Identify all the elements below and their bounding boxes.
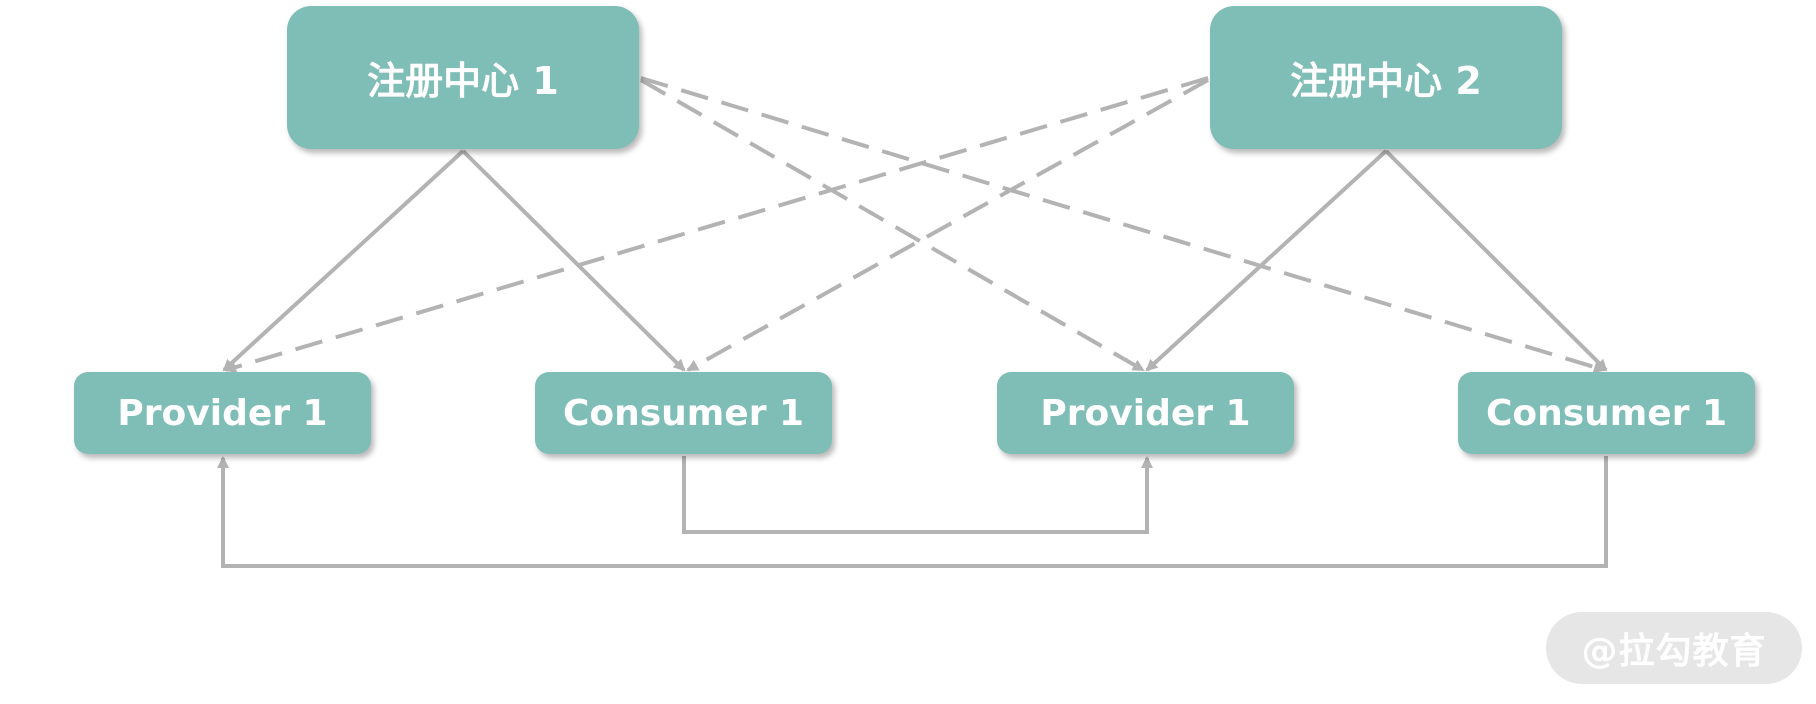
provider-node-left-label: Provider 1 <box>117 392 328 434</box>
edge-registry-2-to-consumer-b <box>1384 149 1608 372</box>
edge-registry-2-to-consumer-a-dashed <box>686 78 1209 372</box>
edge-registry-1-to-consumer-a <box>461 149 686 372</box>
consumer-node-left-label: Consumer 1 <box>562 392 805 434</box>
registry-center-2-label: 注册中心 2 <box>1290 59 1482 103</box>
provider-node-left[interactable]: Provider 1 <box>74 372 371 454</box>
registry-center-1[interactable]: 注册中心 1 <box>287 6 639 149</box>
edge-registry-2-to-provider-a-dashed <box>224 76 1209 373</box>
registry-center-1-label: 注册中心 1 <box>367 59 559 103</box>
provider-node-right-label: Provider 1 <box>1040 392 1251 434</box>
watermark-badge: @拉勾教育 <box>1546 612 1802 684</box>
edge-registry-1-to-provider-a <box>222 149 465 372</box>
consumer-node-right[interactable]: Consumer 1 <box>1458 372 1755 454</box>
watermark-text: @拉勾教育 <box>1581 631 1767 672</box>
edge-registry-1-to-provider-b-dashed <box>639 78 1145 372</box>
provider-node-right[interactable]: Provider 1 <box>997 372 1294 454</box>
edge-registry-2-to-provider-b <box>1145 149 1388 372</box>
registry-center-2[interactable]: 注册中心 2 <box>1210 6 1562 149</box>
consumer-node-left[interactable]: Consumer 1 <box>535 372 832 454</box>
call-path-consumer-a-to-provider-b <box>682 456 1153 534</box>
call-path-consumer-b-to-provider-a <box>217 456 1608 568</box>
consumer-node-right-label: Consumer 1 <box>1485 392 1728 434</box>
